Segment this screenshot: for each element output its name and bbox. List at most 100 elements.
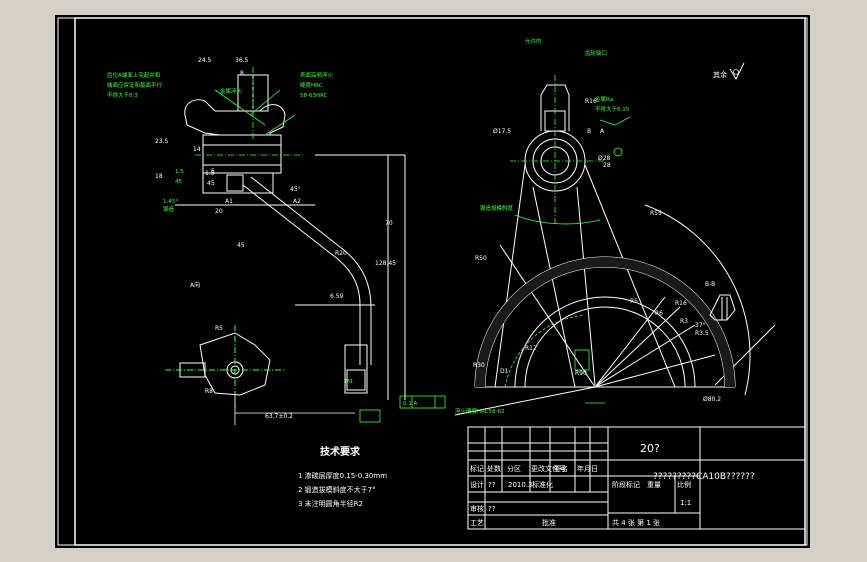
tb-approve-label: 批准: [542, 518, 556, 527]
dimension-label: R12: [525, 345, 537, 352]
dimension-label: R5: [215, 325, 223, 332]
dimension-label: Ø28: [598, 155, 611, 162]
dimension-label: R55: [650, 210, 662, 217]
annotation-note: 1:45°: [163, 199, 178, 205]
annotation-note: M1: [345, 379, 353, 385]
annotation-note: 1.5: [175, 169, 184, 175]
tech-req-item: 3 未注明圆角半径R2: [298, 499, 363, 508]
annotation-note: 端面应保证和基面平行: [107, 81, 163, 89]
annotation-note: 45: [175, 179, 182, 185]
dimension-label: 28: [603, 162, 611, 169]
title-block-lines: [467, 426, 806, 530]
section-detail: [165, 325, 285, 410]
roughness-symbol-icon: [729, 62, 745, 81]
inner-border: [74, 17, 806, 546]
tech-req-item: 2 锻造拔模斜度不大于7°: [298, 485, 376, 494]
bb-view-label: B-B: [705, 281, 715, 288]
dimension-label: A2: [293, 198, 301, 205]
dimension-label: 6.59: [330, 293, 344, 300]
dimension-label: R5: [630, 298, 638, 305]
annotation-note: 允许的: [525, 37, 542, 45]
roughness-circle-icon: [733, 69, 739, 75]
dimension-label: R6: [655, 310, 663, 317]
annotation-note: 齿轮缺口: [585, 49, 607, 57]
tb-review-label: 审核: [470, 504, 484, 513]
tb-date: 2010.3: [508, 481, 533, 489]
roughness-note: 其余: [713, 70, 727, 79]
annotation-note: 齿位A端面上突起并和: [107, 71, 160, 79]
annotation-note: 不得大于0.15: [595, 105, 630, 113]
dimension-label: R16: [675, 300, 687, 307]
annotation-note: 金属Ra: [595, 95, 613, 103]
dimension-label: 24.5: [198, 57, 212, 64]
tb-designer-label: 设计: [470, 480, 484, 489]
drawing-sheet: 其余: [55, 15, 810, 548]
dimension-label: 20: [215, 208, 223, 215]
dimension-label: R3.5: [695, 330, 709, 337]
part-code: ?????????CA10B??????: [653, 472, 755, 482]
tolerance-frame: [359, 395, 446, 423]
annotation-note: 金属淬火: [220, 87, 243, 95]
dimension-label: R20: [335, 250, 347, 257]
dimension-label: 128.45: [375, 260, 396, 267]
dimension-label: 70: [385, 220, 393, 227]
left-view: [175, 74, 406, 400]
annotation-note: 锻造: [163, 205, 175, 213]
tb-scale-label: 比例: [677, 480, 691, 489]
tb-sheet-info: 共 4 张 第 1 张: [612, 518, 660, 527]
annotation-note: 58-63HRC: [300, 93, 328, 99]
left-view-centerlines: [195, 67, 305, 156]
dimension-label: 45°: [290, 186, 301, 193]
dimension-label: D1: [500, 368, 509, 375]
tb-stage-label: 阶段标记: [612, 480, 640, 489]
bb-detail: [709, 294, 736, 321]
tb-designer: ??: [488, 481, 496, 489]
dimension-label: A: [600, 128, 605, 135]
section-label: A向: [190, 281, 200, 289]
tb-date-label: 年月日: [577, 464, 598, 473]
annotation-note: 0.1 A: [403, 401, 417, 407]
dimension-label: 23.5: [155, 138, 169, 145]
tb-reviewer: ??: [488, 505, 496, 513]
annotation-note: 锻造拔模斜度: [480, 204, 514, 212]
right-view-centerlines: [504, 75, 631, 404]
outer-border: [57, 17, 808, 546]
drawing-canvas: 其余: [57, 17, 808, 546]
dimension-label: 36.5: [235, 57, 249, 64]
tb-weight-label: 重量: [647, 481, 661, 489]
dimension-label: Ø17.5: [493, 128, 511, 135]
dimension-label: R16: [585, 98, 597, 105]
dimension-label: 1.5: [205, 170, 215, 177]
dimension-label: Ø80.2: [703, 396, 721, 403]
dimension-label: 14: [193, 146, 201, 153]
dimension-label: R90: [575, 370, 587, 377]
annotation-note: 硬度HRC: [300, 81, 323, 89]
dimension-label: 63.7±0.2: [265, 413, 293, 420]
dimension-label: R3: [680, 318, 688, 325]
dimension-label: B: [587, 128, 591, 135]
tb-change-doc-label: 更改文件号: [531, 464, 566, 473]
dimension-label: R50: [475, 255, 487, 262]
dimension-label: 8: [240, 70, 244, 77]
dimension-label: A1: [225, 198, 233, 205]
dimension-label: 37°: [695, 322, 706, 329]
tb-zone-label: 分区: [507, 464, 521, 473]
dimension-label: R30: [473, 362, 485, 369]
dimension-label: 45: [207, 180, 215, 187]
annotation-note: 表面高频淬火: [300, 71, 334, 79]
part-title: 20?: [640, 442, 660, 455]
tech-req-item: 1 渗碳层厚度0.15-0.30mm: [298, 471, 387, 480]
tb-sign-label: 签名: [554, 464, 568, 473]
annotation-note: 淬火硬度HRC58-62: [455, 407, 505, 415]
annotation-note: 不得大于0.3: [107, 91, 138, 99]
tb-std-label: 标准化: [532, 480, 553, 489]
tb-craft-label: 工艺: [470, 519, 484, 527]
dimension-label: R8: [205, 388, 213, 395]
tb-scale: 1:1: [680, 499, 691, 507]
dimension-label: 5: [211, 168, 215, 175]
dimension-label: 18: [155, 173, 163, 180]
tb-mark-label: 标记: [470, 464, 484, 473]
tech-req-heading: 技术要求: [320, 445, 361, 458]
